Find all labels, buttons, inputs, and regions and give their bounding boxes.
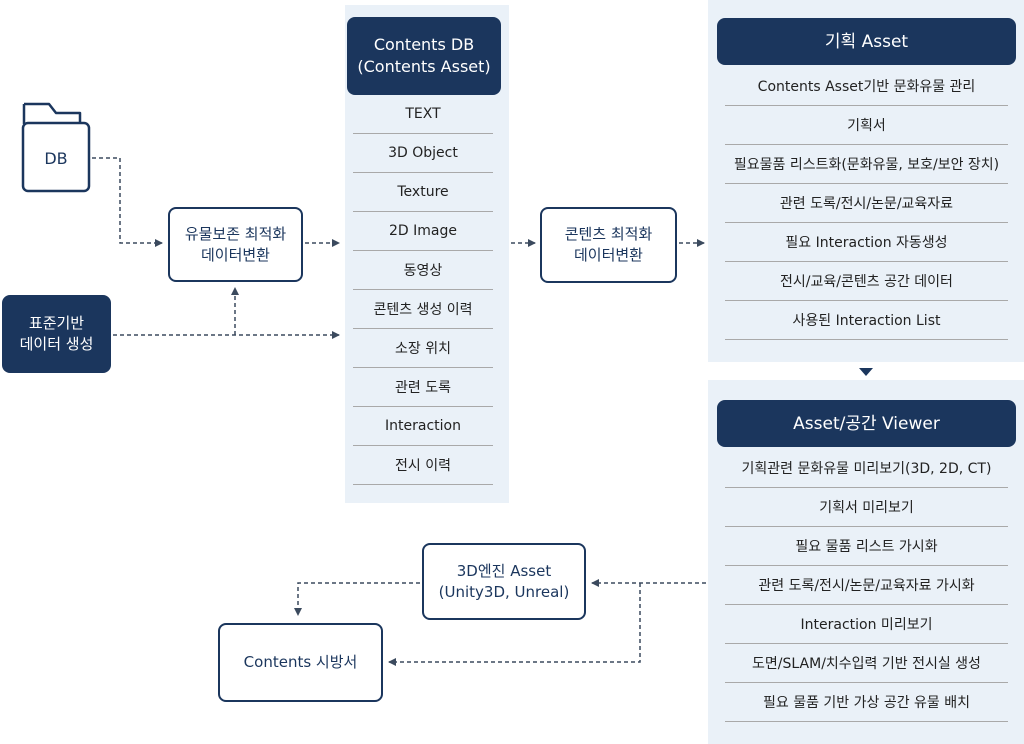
standard-line1: 표준기반 [28,314,85,332]
contents-db-panel: Contents DB (Contents Asset) TEXT 3D Obj… [345,5,509,503]
list-item: 도면/SLAM/치수입력 기반 전시실 생성 [725,644,1008,683]
list-item: Interaction [353,407,493,446]
list-item: Interaction 미리보기 [725,605,1008,644]
list-item: 3D Object [353,134,493,173]
preservation-line1: 유물보존 최적화 [184,224,287,243]
planning-asset-panel: 기획 Asset Contents Asset기반 문화유물 관리 기획서 필요… [708,0,1024,362]
list-item: 필요물품 리스트화(문화유물, 보호/보안 장치) [725,145,1008,184]
list-item: 기획서 [725,106,1008,145]
list-item: 필요 물품 리스트 가시화 [725,527,1008,566]
list-item: 콘텐츠 생성 이력 [353,290,493,329]
down-triangle-icon [859,368,873,376]
arrow-db-to-preservation [92,157,163,247]
list-item: 관련 도록/전시/논문/교육자료 [725,184,1008,223]
standard-line2: 데이터 생성 [19,335,94,353]
contents-opt-line1: 콘텐츠 최적화 [564,225,653,243]
list-item: 전시 이력 [353,446,493,485]
viewer-panel: Asset/공간 Viewer 기획관련 문화유물 미리보기(3D, 2D, C… [708,380,1024,744]
preservation-line2: 데이터변환 [200,245,270,264]
planning-asset-list: Contents Asset기반 문화유물 관리 기획서 필요물품 리스트화(문… [725,67,1008,340]
contents-db-title: Contents DB [373,35,475,54]
list-item: 필요 물품 기반 가상 공간 유물 배치 [725,683,1008,722]
list-item: 기획서 미리보기 [725,488,1008,527]
contents-opt-line2: 데이터변환 [573,246,643,264]
preservation-box: 유물보존 최적화 데이터변환 [168,207,303,282]
list-item: 사용된 Interaction List [725,301,1008,340]
contents-db-header: Contents DB (Contents Asset) [347,17,501,95]
list-item: 기획관련 문화유물 미리보기(3D, 2D, CT) [725,449,1008,488]
contents-optimization-box: 콘텐츠 최적화 데이터변환 [540,207,677,283]
list-item: 2D Image [353,212,493,251]
list-item: TEXT [353,95,493,134]
arrow-viewer-to-spec [388,583,641,666]
viewer-header: Asset/공간 Viewer [717,400,1016,447]
planning-asset-header: 기획 Asset [717,18,1016,65]
contents-db-list: TEXT 3D Object Texture 2D Image 동영상 콘텐츠 … [353,95,493,485]
contents-spec-box: Contents 시방서 [218,623,383,702]
list-item: 소장 위치 [353,329,493,368]
folder-icon [21,102,91,193]
engine-asset-box: 3D엔진 Asset (Unity3D, Unreal) [422,543,586,620]
list-item: Contents Asset기반 문화유물 관리 [725,67,1008,106]
viewer-list: 기획관련 문화유물 미리보기(3D, 2D, CT) 기획서 미리보기 필요 물… [725,449,1008,722]
list-item: 전시/교육/콘텐츠 공간 데이터 [725,262,1008,301]
db-label: DB [44,148,68,168]
list-item: Texture [353,173,493,212]
list-item: 관련 도록 [353,368,493,407]
standard-data-box: 표준기반 데이터 생성 [2,295,111,373]
contents-db-subtitle: (Contents Asset) [357,57,491,76]
spec-label: Contents 시방서 [243,653,358,671]
arrow-engine-to-spec [294,582,420,616]
list-item: 관련 도록/전시/논문/교육자료 가시화 [725,566,1008,605]
list-item: 필요 Interaction 자동생성 [725,223,1008,262]
engine-line2: (Unity3D, Unreal) [438,582,570,601]
list-item: 동영상 [353,251,493,290]
engine-line1: 3D엔진 Asset [456,561,552,580]
